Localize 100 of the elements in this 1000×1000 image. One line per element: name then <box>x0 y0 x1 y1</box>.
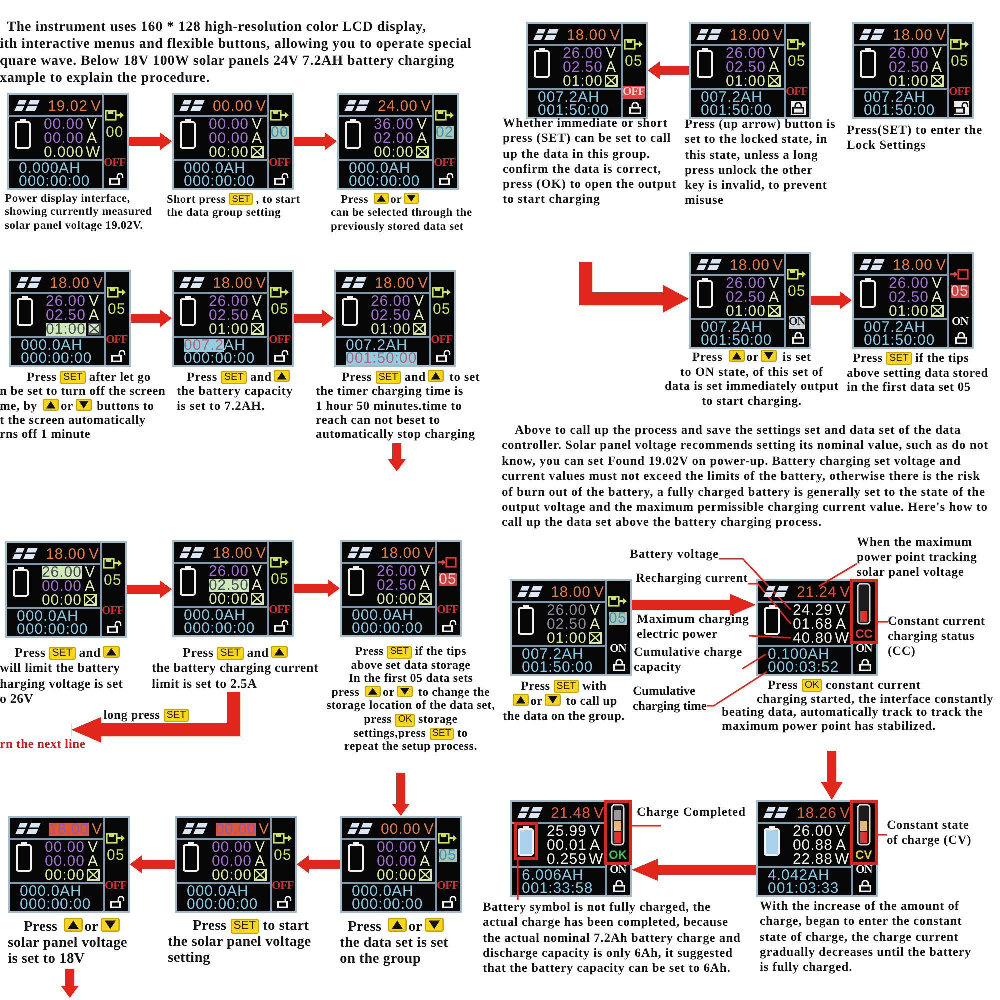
lcd-screen <box>756 579 878 676</box>
timer-reading: 01:00 <box>888 74 929 88</box>
data-group-number: 05 <box>951 54 969 68</box>
caption-text: Press SET and will limit the battery harging voltage is set o 26V <box>0 645 124 706</box>
solar-voltage-reading: 18.26 <box>796 806 837 820</box>
unit-label: V <box>932 46 943 60</box>
output-status: OFF <box>431 334 453 346</box>
solar-voltage-reading: 18.00 <box>380 546 421 560</box>
charge-time-reading: 001:03:33 <box>768 882 840 895</box>
unit-label: A <box>769 290 780 304</box>
unit-label: A <box>252 132 263 144</box>
voltage-reading: 00.00 <box>212 840 252 854</box>
keycap: OK <box>802 679 822 692</box>
timer-reading: 00:00 <box>376 592 417 606</box>
voltage-reading: 24.29 <box>792 604 833 616</box>
voltage-reading: 26.00 <box>726 46 766 60</box>
capacity-reading: 000.0AH <box>349 162 411 175</box>
current-reading: 02.50 <box>888 290 929 304</box>
current-reading: 02.50 <box>370 308 411 322</box>
capacity-reading: 0.100AH <box>768 648 830 661</box>
keycap: SET <box>229 193 254 206</box>
charge-time-reading: 001:50:00 <box>522 661 594 674</box>
voltage-reading: 25.99 <box>546 824 587 838</box>
unit-label: A <box>87 132 98 144</box>
unit-label: V <box>256 100 267 112</box>
unit-label: V <box>590 604 601 616</box>
voltage-reading: 26.00 <box>888 276 929 290</box>
arrow <box>392 773 410 816</box>
unit-label: V <box>836 604 847 616</box>
unit-label: V <box>91 100 102 112</box>
solar-voltage-reading: 18.00 <box>374 276 415 290</box>
caption-text: Short press SET , to start the data group setting <box>167 193 300 221</box>
charge-mode-label: OK <box>609 848 627 862</box>
voltage-reading: 26.00 <box>546 604 587 616</box>
current-reading: 00.00 <box>212 854 252 868</box>
unit-label: V <box>936 28 947 42</box>
solar-voltage-reading: 19.02 <box>48 100 88 112</box>
solar-voltage-reading: 18.00 <box>212 546 253 560</box>
unit-label: A <box>252 578 263 592</box>
caption-text: Press OK constant current charging started, the interface constantly beating data, automatically track to track the maximum power point has stabilized. <box>722 679 994 733</box>
output-status: ON <box>610 864 626 876</box>
output-status: OFF <box>437 880 459 892</box>
voltage-reading: 26.00 <box>562 46 603 60</box>
charge-time-reading: 000:00:00 <box>21 352 92 365</box>
arrow <box>130 856 175 874</box>
timer-reading: 01:00 <box>546 632 587 644</box>
voltage-reading: 26.00 <box>888 46 929 60</box>
unit-label: V <box>420 564 431 578</box>
unit-label: V <box>840 586 851 598</box>
current-reading: 02.50 <box>726 60 766 74</box>
solar-voltage-reading: 00.00 <box>216 822 256 836</box>
capacity-reading: 000.0AH <box>184 162 246 175</box>
unit-label: V <box>259 822 270 836</box>
current-reading: 00.88 <box>792 838 833 852</box>
unit-label: V <box>836 824 847 838</box>
lcd-screen <box>8 816 130 913</box>
timer-reading: 01:00 <box>46 322 86 336</box>
lcd-screen <box>340 816 462 913</box>
output-status: OFF <box>102 604 124 618</box>
lcd-screen <box>334 270 456 367</box>
keycap: SET <box>387 646 412 659</box>
current-reading: 02.50 <box>208 578 249 592</box>
solar-voltage-reading: 21.48 <box>550 806 591 820</box>
leader-line <box>878 834 887 836</box>
unit-label: V <box>594 806 605 820</box>
keycap: SET <box>376 371 402 384</box>
unit-label: V <box>255 840 266 854</box>
solar-voltage-reading: 18.00 <box>892 258 933 272</box>
keycap: SET <box>430 728 454 740</box>
voltage-reading: 26.00 <box>792 824 833 838</box>
unit-label: A <box>932 290 943 304</box>
capacity-reading: 007.2AH <box>346 339 408 352</box>
data-group-number: 00 <box>271 126 289 138</box>
timer-reading: 01:00 <box>726 304 766 318</box>
lcd-screen <box>337 93 459 190</box>
unit-label: A <box>420 854 431 868</box>
keycap: SET <box>60 371 86 384</box>
callout-label: Battery voltage <box>630 547 720 562</box>
lcd-screen <box>172 93 294 190</box>
caption-text: Press SET to start the solar panel voltage setting <box>168 918 312 966</box>
unit-label: A <box>414 308 425 322</box>
timer-reading: 00:00 <box>208 146 249 158</box>
charge-time-reading: 001:50:00 <box>538 104 610 117</box>
output-status: OFF <box>269 604 291 616</box>
instruction-note: rn the next line <box>0 737 86 752</box>
unit-label: AH <box>224 339 246 352</box>
arrow <box>294 310 334 328</box>
output-status: OFF <box>786 86 808 98</box>
keycap: SET <box>217 647 244 660</box>
capacity-reading: 007.2AH <box>538 91 600 104</box>
unit-label: V <box>936 258 947 272</box>
callout-label: When the maximum power point tracking solar panel voltage <box>857 535 978 580</box>
solar-voltage-reading: 18.00 <box>730 28 770 42</box>
unit-label: V <box>932 276 943 290</box>
arrow <box>127 580 172 598</box>
output-status: OFF <box>437 604 459 616</box>
data-group-number: 05 <box>104 574 122 586</box>
output-status: OFF <box>269 156 291 170</box>
charge-time-reading: 001:33:58 <box>522 882 594 895</box>
current-reading: 00.00 <box>44 854 85 868</box>
